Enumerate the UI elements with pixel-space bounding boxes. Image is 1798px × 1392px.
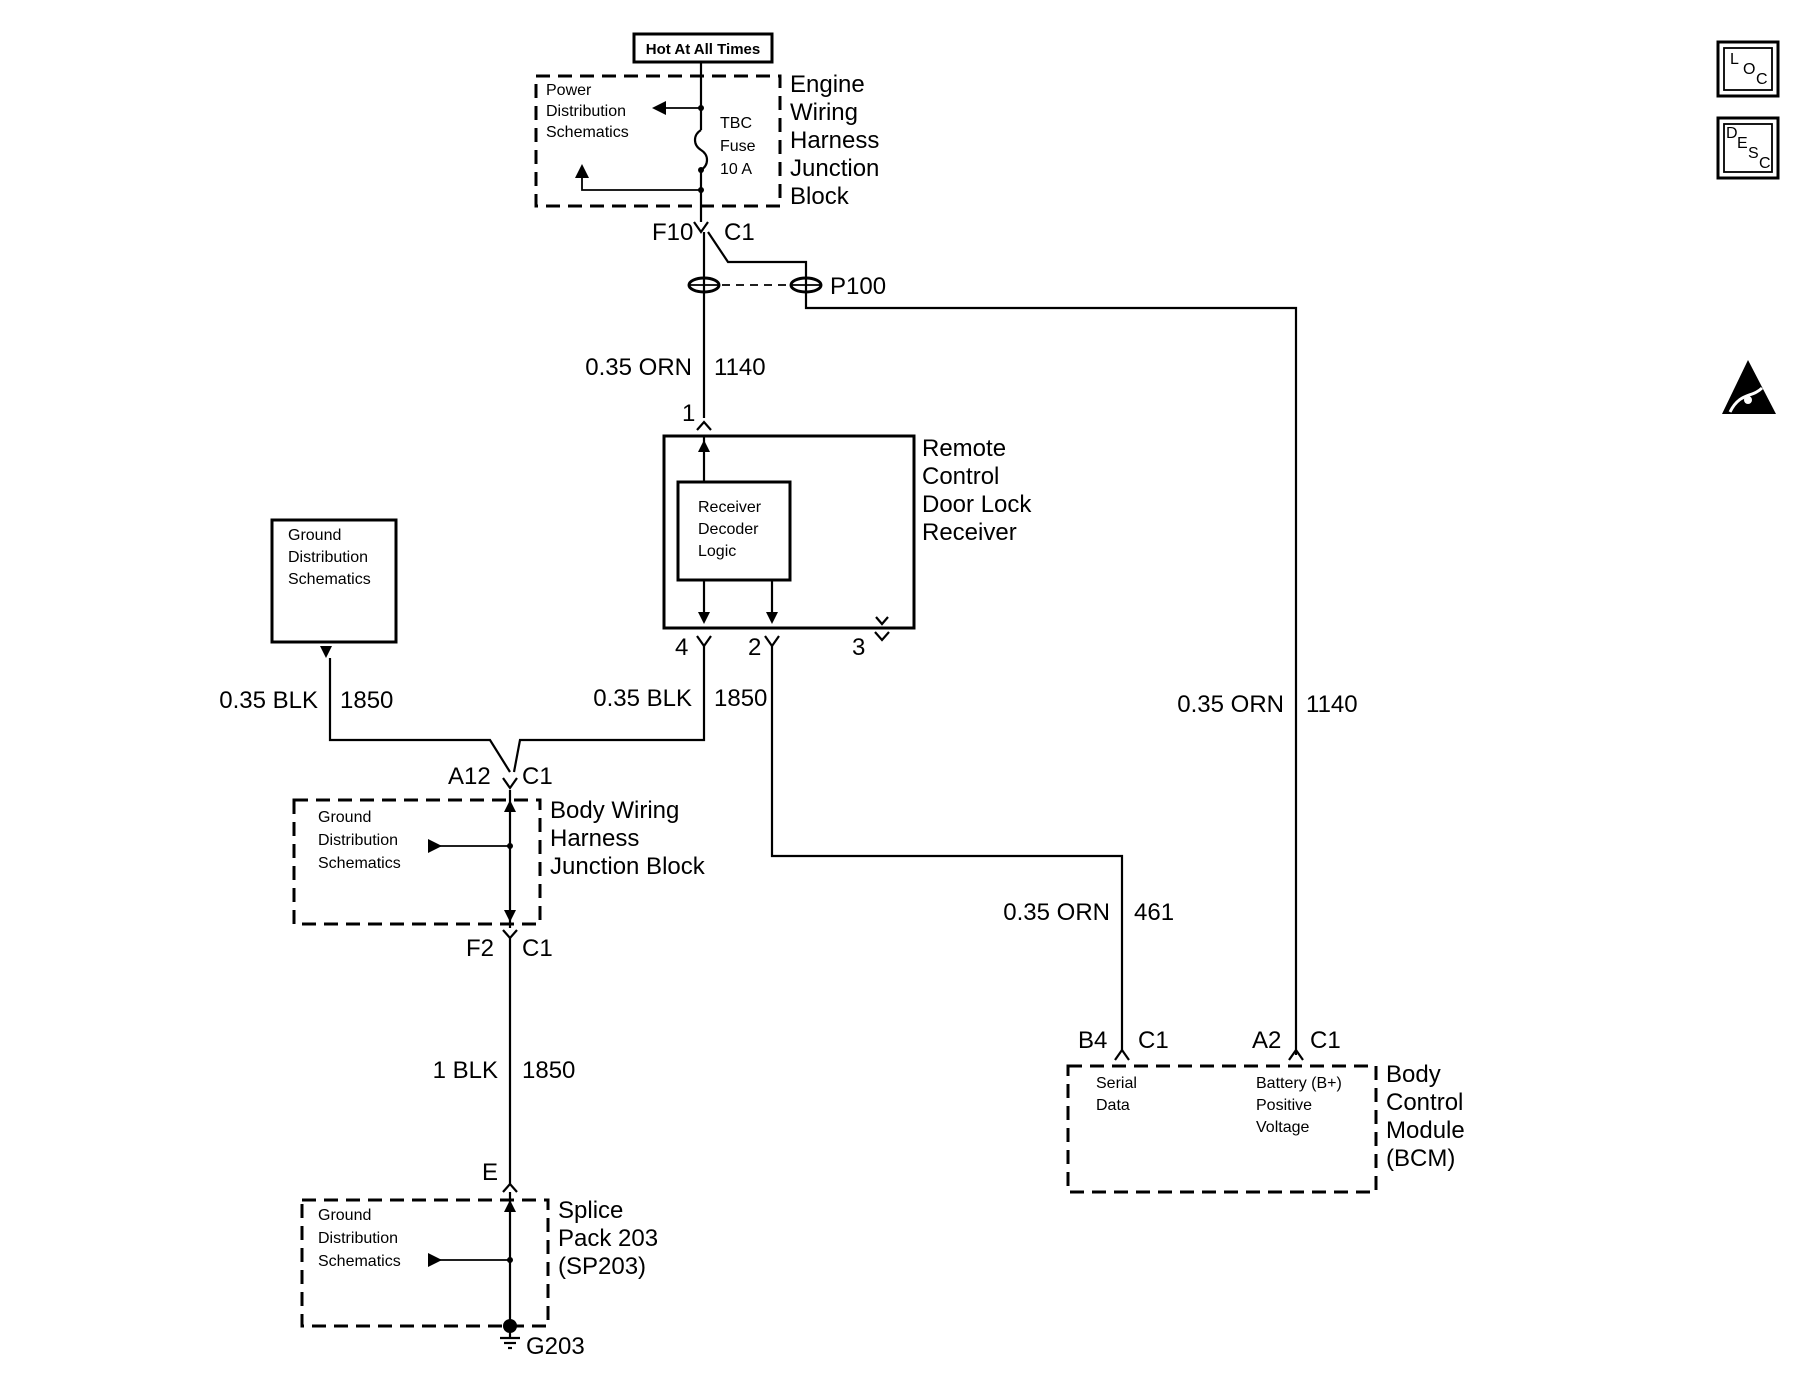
wire-serial-gauge: 0.35 ORN xyxy=(1003,899,1110,926)
ground-top-3: Schematics xyxy=(288,571,371,588)
remote-receiver-box xyxy=(662,434,916,630)
wire-blk-main-gauge: 1 BLK xyxy=(433,1057,498,1084)
wire-blk-main-circuit: 1850 xyxy=(522,1057,575,1084)
receiver-pin-3: 3 xyxy=(852,634,865,661)
wire-top-gauge: 0.35 ORN xyxy=(585,354,692,381)
desc-icon[interactable]: D E S C xyxy=(1716,116,1780,180)
engine-junction-block xyxy=(534,74,782,208)
receiver-name-4: Receiver xyxy=(922,519,1017,546)
receiver-decoder-logic-box xyxy=(676,480,792,582)
hot-at-all-times-box xyxy=(632,32,774,64)
bcm-name-1: Body xyxy=(1386,1061,1441,1088)
wire-blk-left-gauge: 0.35 BLK xyxy=(219,687,318,714)
fuse-label-3: 10 A xyxy=(720,161,752,178)
bcm-batt-2: Positive xyxy=(1256,1097,1312,1114)
engine-conn-c1: C1 xyxy=(724,219,755,246)
engine-block-name-5: Block xyxy=(790,183,850,210)
ground-icon xyxy=(500,1336,520,1350)
ground-distribution-box-top xyxy=(270,518,398,644)
splice-inner-2: Distribution xyxy=(318,1230,398,1247)
svg-text:L: L xyxy=(1730,51,1739,68)
wire-blk-right-circuit: 1850 xyxy=(714,685,767,712)
logic-label-2: Decoder xyxy=(698,521,759,538)
svg-text:E: E xyxy=(1737,135,1748,152)
splice-inner-1: Ground xyxy=(318,1207,371,1224)
logic-label-1: Receiver xyxy=(698,499,762,516)
arrow-down-icon xyxy=(320,646,332,658)
arrow-right-icon xyxy=(428,839,442,853)
hot-at-all-times-label: Hot At All Times xyxy=(646,41,760,58)
bcm-batt-1: Battery (B+) xyxy=(1256,1075,1342,1092)
loc-icon[interactable]: L O C xyxy=(1716,40,1780,98)
engine-block-name-2: Wiring xyxy=(790,99,858,126)
ground-top-2: Distribution xyxy=(288,549,368,566)
engine-block-name-4: Junction xyxy=(790,155,879,182)
body-top-pin: A12 xyxy=(448,763,491,790)
body-inner-3: Schematics xyxy=(318,855,401,872)
bcm-serial-2: Data xyxy=(1096,1097,1130,1114)
arrow-right-icon-2 xyxy=(428,1253,442,1267)
body-name-1: Body Wiring xyxy=(550,797,679,824)
body-name-3: Junction Block xyxy=(550,853,706,880)
body-inner-2: Distribution xyxy=(318,832,398,849)
arrow-left-icon xyxy=(652,101,666,115)
ground-top-1: Ground xyxy=(288,527,341,544)
body-bottom-pin: F2 xyxy=(466,935,494,962)
engine-block-name-1: Engine xyxy=(790,71,865,98)
p100-label: P100 xyxy=(830,273,886,300)
ground-g203: G203 xyxy=(526,1333,585,1360)
body-top-conn: C1 xyxy=(522,763,553,790)
body-inner-1: Ground xyxy=(318,809,371,826)
svg-text:S: S xyxy=(1748,145,1759,162)
receiver-pin-4: 4 xyxy=(675,634,688,661)
body-junction-block xyxy=(292,798,542,926)
bcm-name-4: (BCM) xyxy=(1386,1145,1455,1172)
wire-top-circuit: 1140 xyxy=(714,354,766,381)
wire-serial-circuit: 461 xyxy=(1134,899,1174,926)
engine-block-inner-2: Distribution xyxy=(546,103,626,120)
receiver-name-3: Door Lock xyxy=(922,491,1032,518)
svg-text:C: C xyxy=(1759,155,1771,172)
bcm-box xyxy=(1066,1064,1378,1194)
receiver-name-1: Remote xyxy=(922,435,1006,462)
bcm-name-3: Module xyxy=(1386,1117,1465,1144)
receiver-name-2: Control xyxy=(922,463,999,490)
engine-block-name-3: Harness xyxy=(790,127,879,154)
splice-pin-e: E xyxy=(482,1159,498,1186)
fuse-label-1: TBC xyxy=(720,115,752,132)
splice-inner-3: Schematics xyxy=(318,1253,401,1270)
svg-text:C: C xyxy=(1756,71,1768,88)
bcm-b4-conn: C1 xyxy=(1138,1027,1169,1054)
receiver-pin-2: 2 xyxy=(748,634,761,661)
engine-block-inner-3: Schematics xyxy=(546,124,629,141)
logic-label-3: Logic xyxy=(698,543,736,560)
bcm-a2-conn: C1 xyxy=(1310,1027,1341,1054)
bcm-b4-pin: B4 xyxy=(1078,1027,1107,1054)
splice-name-3: (SP203) xyxy=(558,1253,646,1280)
wire-batt-circuit: 1140 xyxy=(1306,691,1358,718)
fuse-label-2: Fuse xyxy=(720,138,756,155)
fuse-icon xyxy=(693,129,709,171)
receiver-pin-1: 1 xyxy=(682,400,695,427)
splice-pack-box xyxy=(300,1198,550,1328)
body-bottom-conn: C1 xyxy=(522,935,553,962)
svg-text:O: O xyxy=(1743,61,1755,78)
bcm-name-2: Control xyxy=(1386,1089,1463,1116)
esd-warning-icon xyxy=(1722,360,1776,414)
splice-name-2: Pack 203 xyxy=(558,1225,658,1252)
engine-block-inner-1: Power xyxy=(546,82,592,99)
wire-batt-gauge: 0.35 ORN xyxy=(1177,691,1284,718)
svg-text:D: D xyxy=(1726,125,1738,142)
wire-blk-right-gauge: 0.35 BLK xyxy=(593,685,692,712)
bcm-batt-3: Voltage xyxy=(1256,1119,1309,1136)
wire-blk-left-circuit: 1850 xyxy=(340,687,393,714)
bcm-serial-1: Serial xyxy=(1096,1075,1137,1092)
bcm-a2-pin: A2 xyxy=(1252,1027,1281,1054)
engine-pin-f10: F10 xyxy=(652,219,693,246)
splice-name-1: Splice xyxy=(558,1197,623,1224)
body-name-2: Harness xyxy=(550,825,639,852)
arrow-up-icon xyxy=(575,164,589,178)
